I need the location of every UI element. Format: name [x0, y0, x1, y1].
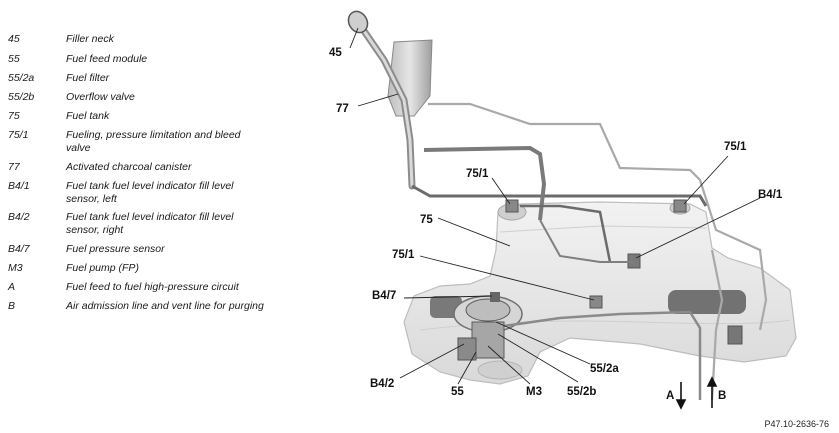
legend-code: B4/1: [8, 180, 30, 192]
legend-desc: Fuel tank: [66, 110, 110, 122]
callout-75: 75: [420, 214, 433, 226]
purge-line: [423, 145, 547, 221]
leader-line: [349, 27, 359, 49]
callout-b: B: [718, 390, 726, 402]
leader-line: [495, 321, 591, 365]
legend-desc: Fuel tank fuel level indicator fill leve…: [66, 180, 234, 205]
leader-line: [497, 333, 579, 383]
legend-desc: Filler neck: [66, 33, 114, 45]
legend-code: M3: [8, 262, 23, 274]
legend-desc: Fuel feed to fuel high-pressure circuit: [66, 281, 239, 293]
legend-desc: Fuel pressure sensor: [66, 243, 165, 255]
legend-code: B4/2: [8, 211, 30, 223]
filler-neck-cap: [347, 10, 369, 34]
vent-line-tank-top: [520, 204, 612, 263]
callout-55: 55: [451, 386, 464, 398]
callout-55-2a: 55/2a: [590, 363, 619, 375]
callout-75-1-top: 75/1: [466, 168, 489, 180]
tank-right-pad: [668, 290, 746, 314]
fuel-feed-module-body: [471, 321, 505, 359]
legend-code: 75: [8, 110, 20, 122]
legend-code: B: [8, 300, 16, 312]
legend-desc: Fuel tank fuel level indicator fill leve…: [66, 211, 234, 236]
leader-line: [487, 345, 531, 385]
fuel-pump-housing: [457, 337, 477, 361]
callout-b4-7: B4/7: [372, 290, 396, 302]
tank-bottom-well: [477, 360, 523, 380]
callout-b4-2: B4/2: [370, 378, 394, 390]
legend-desc: Activated charcoal canister: [66, 161, 192, 173]
legend-code: 55: [8, 53, 20, 65]
callout-75-1-right: 75/1: [724, 141, 747, 153]
callout-75-1-mid: 75/1: [392, 249, 415, 261]
leader-line: [437, 217, 511, 247]
leader-lines: [349, 27, 761, 385]
valve-75-1-mid: [589, 295, 603, 309]
crossover-line: [539, 219, 634, 263]
legend-desc: Fuel pump (FP): [66, 262, 139, 274]
legend-desc: Fuel filter: [66, 72, 110, 84]
figure-reference: P47.10-2636-76: [764, 419, 829, 429]
tank-top-ridge: [499, 225, 707, 233]
vent-line-upper: [428, 102, 768, 331]
legend-code: 45: [8, 33, 20, 45]
arrow-b-head: [706, 376, 718, 387]
legend-code: A: [8, 281, 16, 293]
fuel-feed-module-cap: [465, 298, 511, 322]
leader-line: [683, 155, 729, 205]
legend-code: B4/7: [8, 243, 30, 255]
legend-desc: Fuel feed module: [66, 53, 148, 65]
legend-desc: Air admission line and vent line for pur…: [66, 300, 264, 312]
vent-line-main: [411, 184, 708, 207]
callout-77: 77: [336, 103, 349, 115]
flow-arrows: [675, 376, 718, 410]
legend-code: 55/2a: [8, 72, 35, 84]
vent-line-right: [710, 249, 724, 401]
legend-code: 75/1: [8, 129, 29, 141]
leader-line: [403, 295, 493, 299]
callout-b4-1: B4/1: [758, 189, 783, 201]
legend-desc: Fueling, pressure limitation and bleed v…: [66, 129, 241, 154]
leader-line: [457, 351, 477, 385]
valve-75-1-right: [673, 199, 687, 213]
leader-line: [419, 255, 595, 301]
leader-line: [399, 343, 465, 379]
legend-code: 77: [8, 161, 20, 173]
fuel-pressure-sensor: [490, 292, 500, 302]
callout-45: 45: [329, 47, 342, 59]
legend-code: 55/2b: [8, 91, 35, 103]
callout-a: A: [666, 390, 674, 402]
arrow-a-head: [675, 399, 687, 410]
leader-line: [635, 197, 761, 259]
callout-m3: M3: [526, 386, 542, 398]
leader-line: [491, 177, 511, 205]
legend-desc: Overflow valve: [66, 91, 135, 103]
filler-neck-pipe-inner: [360, 26, 414, 188]
callout-55-2b: 55/2b: [567, 386, 596, 398]
feed-line-module: [503, 310, 702, 400]
valve-75-1-top: [505, 199, 519, 213]
leader-line: [357, 93, 399, 107]
outlet-right: [727, 325, 743, 345]
